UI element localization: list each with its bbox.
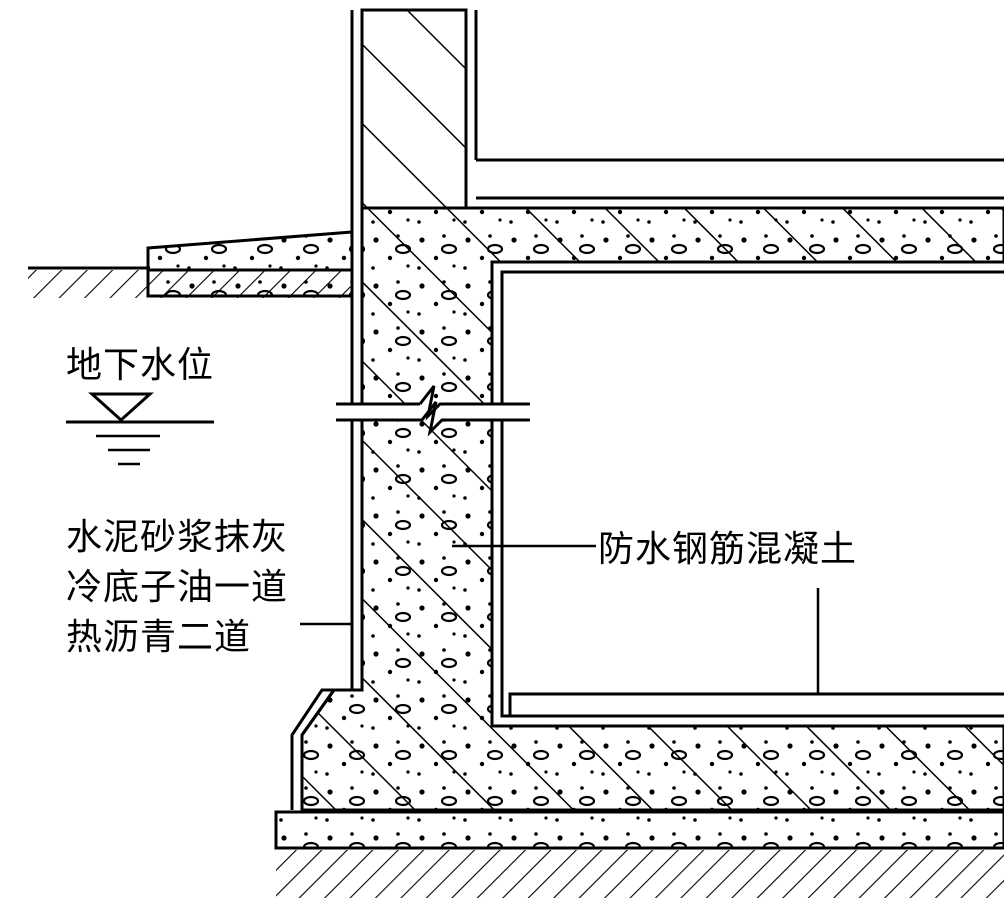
groundwater-level-icon bbox=[66, 392, 214, 466]
ground-soil-bottom bbox=[276, 850, 1004, 898]
break-line bbox=[336, 385, 530, 437]
waterproof-membrane bbox=[290, 208, 364, 810]
upper-brick-wall bbox=[350, 8, 478, 210]
waterproof-concrete-label: 防水钢筋混凝土 bbox=[598, 529, 858, 570]
leader-lines bbox=[300, 544, 820, 694]
concrete-structure bbox=[300, 206, 1004, 812]
apron-slab bbox=[146, 230, 354, 298]
interior-plaster bbox=[500, 270, 1004, 718]
groundwater-level-label: 地下水位 bbox=[66, 345, 215, 386]
layer-label-cement-mortar: 水泥砂浆抹灰 bbox=[66, 517, 289, 558]
blinding-layer bbox=[274, 810, 1004, 850]
ground-floor-finish bbox=[476, 158, 1004, 200]
layer-label-hot-asphalt: 热沥青二道 bbox=[66, 617, 252, 658]
layer-label-cold-primer: 冷底子油一道 bbox=[66, 567, 289, 608]
